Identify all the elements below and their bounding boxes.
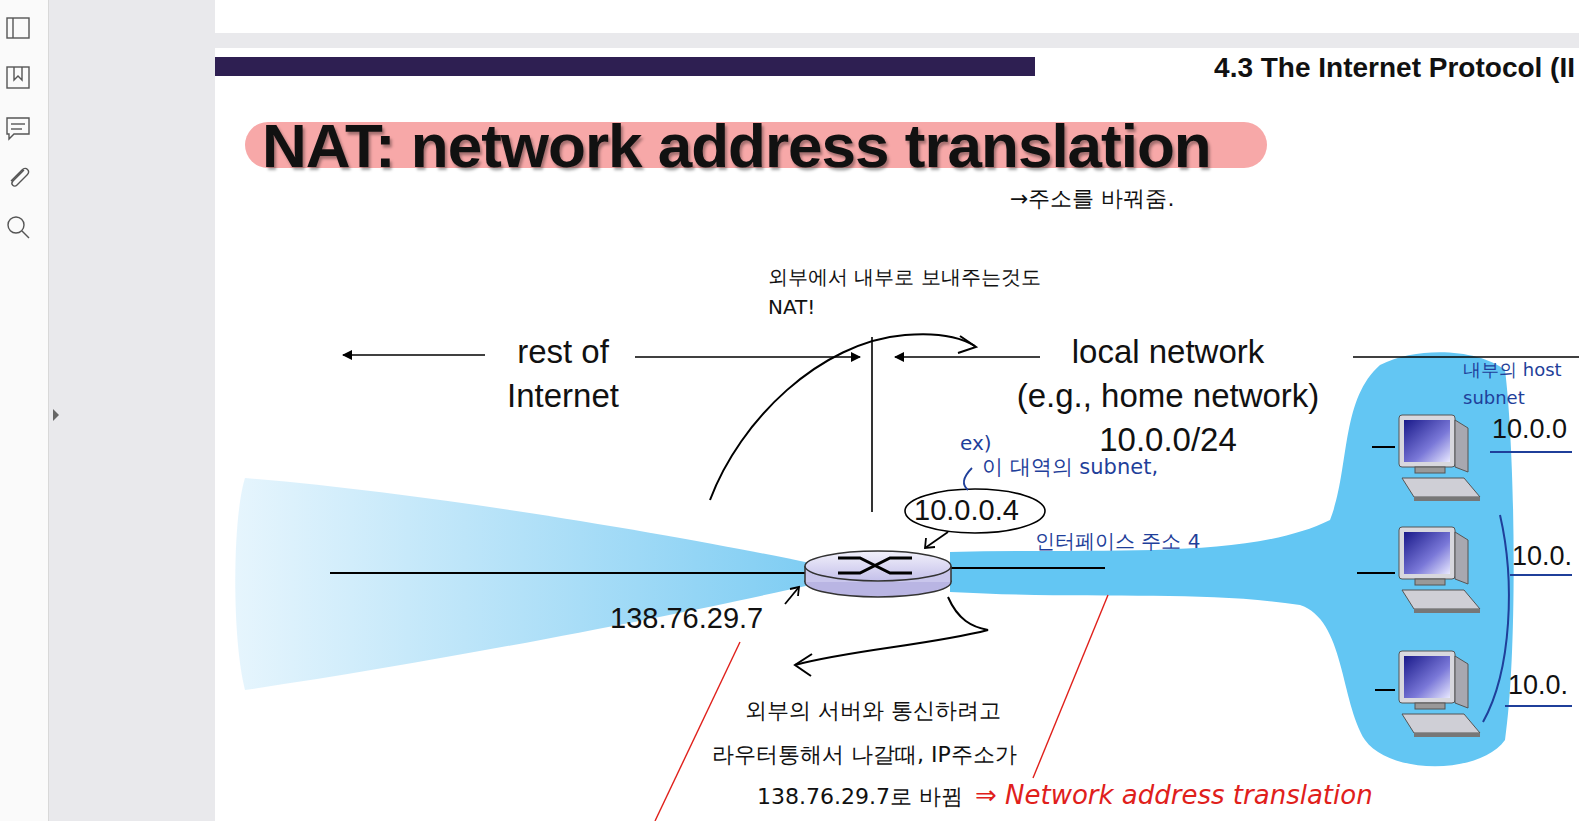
wire — [1375, 689, 1395, 691]
drawing-part — [805, 551, 951, 581]
wire — [1372, 446, 1395, 448]
host-computer — [1399, 415, 1480, 501]
internet-cloud — [235, 478, 810, 690]
hand-underline — [1510, 574, 1572, 576]
hand-arrow — [785, 587, 799, 604]
drawing-part — [8, 217, 24, 233]
hand-arc — [795, 597, 988, 665]
hand-arrowhead — [795, 654, 812, 676]
hand-note: 내부의 host subnet — [1463, 356, 1577, 412]
drawing-part — [48, 0, 49, 821]
hand-note: 라우터통해서 나갈때, IP주소가 — [712, 742, 1017, 767]
drawing-part — [1414, 497, 1480, 501]
public-address: 138.76.29.7 — [610, 602, 763, 635]
drawing-part — [1402, 478, 1480, 497]
hand-underline — [1505, 705, 1572, 707]
viewer-ground — [49, 0, 215, 821]
red-leader — [655, 642, 740, 821]
direction-line — [1353, 356, 1579, 358]
sidebar-icons — [7, 18, 29, 238]
hand-arrow — [964, 468, 972, 490]
hand-note: 외부의 서버와 통신하려고 — [745, 698, 1001, 723]
hand-arrowhead — [790, 587, 799, 596]
direction-arrow — [635, 356, 860, 358]
drawing-part — [1455, 420, 1468, 472]
wire — [1357, 572, 1395, 574]
hand-note: 외부에서 내부로 보내주는것도 NAT! — [768, 262, 1078, 322]
sidebar — [0, 0, 48, 821]
hand-note: ex) — [960, 432, 992, 455]
hand-note: 138.76.29.7로 바뀜 — [757, 784, 963, 809]
drawing-part — [1404, 420, 1450, 462]
drawing-part — [22, 231, 29, 238]
wire — [950, 567, 1105, 569]
direction-arrow — [895, 356, 1040, 358]
region-label: (e.g., home network) — [968, 377, 1368, 415]
slide-title: NAT: network address translation — [262, 110, 1211, 181]
host-address: 10.0. — [1512, 541, 1572, 572]
hand-arrowhead — [925, 538, 935, 548]
page-header: 4.3 The Internet Protocol (II — [1214, 52, 1575, 84]
hand-circle — [905, 489, 1045, 533]
drawing-part — [1415, 467, 1445, 473]
drawing-part — [838, 558, 912, 573]
direction-arrow — [343, 354, 485, 356]
region-label: rest of Internet — [478, 330, 648, 418]
local-network-cloud — [950, 352, 1514, 766]
host-address: 10.0.0 — [1492, 414, 1567, 445]
hand-underline — [1490, 451, 1572, 453]
expand-arrow — [53, 409, 59, 421]
hand-arrow — [925, 532, 948, 548]
hand-arc — [710, 334, 975, 500]
host-computer — [1399, 527, 1480, 613]
page-gap — [215, 33, 1579, 48]
drawing-part — [11, 128, 22, 129]
interface-address: 10.0.0.4 — [914, 494, 1019, 527]
router-symbol — [805, 551, 951, 597]
hand-note: 인터페이스 주소 4 — [1035, 530, 1200, 553]
drawing-part — [838, 558, 912, 573]
drawing-part — [7, 118, 29, 139]
wire — [330, 572, 808, 574]
hand-note: 이 대역의 subnet, — [982, 455, 1158, 479]
host-address: 10.0. — [1508, 670, 1568, 701]
drawing-part — [1399, 415, 1455, 467]
drawing-part — [12, 18, 13, 38]
drawing-part — [7, 67, 29, 88]
hand-bracket — [1483, 515, 1509, 722]
host-computer — [1399, 651, 1480, 737]
red-leader — [1033, 595, 1108, 778]
header-bar — [215, 57, 1035, 76]
boundary-line — [871, 337, 873, 512]
hand-arrowhead — [958, 336, 976, 353]
hand-note: →주소를 바꿔줌. — [1010, 186, 1174, 211]
drawing-part — [11, 169, 28, 187]
region-label: local network — [968, 333, 1368, 371]
subnet-address: 10.0.0/24 — [968, 421, 1368, 459]
drawing-part — [14, 67, 22, 80]
drawing-part — [7, 18, 29, 38]
drawing-part — [11, 123, 25, 124]
hand-note: ⇒ Network address translation — [975, 781, 1373, 811]
